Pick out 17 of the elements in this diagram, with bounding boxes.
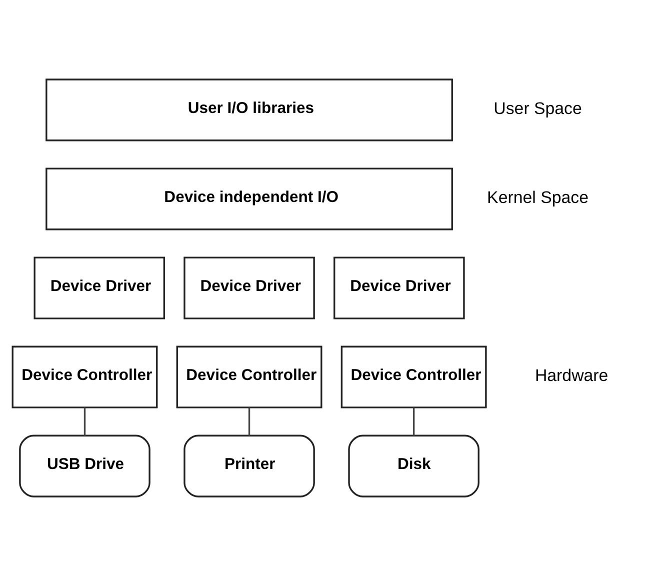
node-box: Disk [348,434,480,498]
connector [412,408,415,436]
label: Kernel Space [487,188,588,207]
label: User Space [494,98,582,118]
connector [84,408,86,436]
node-box: Printer [184,434,315,498]
node-box: Device Controller [340,346,487,408]
node-box: Device Driver [334,256,465,320]
node-box: Device Controller [176,346,322,408]
connector [248,408,250,436]
node-box: User I/O libraries [46,78,453,142]
node-box: Device Driver [184,256,315,320]
node-box: Device independent I/O [46,168,453,230]
node-box: Device Driver [34,256,166,320]
label: Hardware [534,366,608,385]
node-box: Device Controller [12,346,158,408]
node-box: USB Drive [19,434,150,498]
